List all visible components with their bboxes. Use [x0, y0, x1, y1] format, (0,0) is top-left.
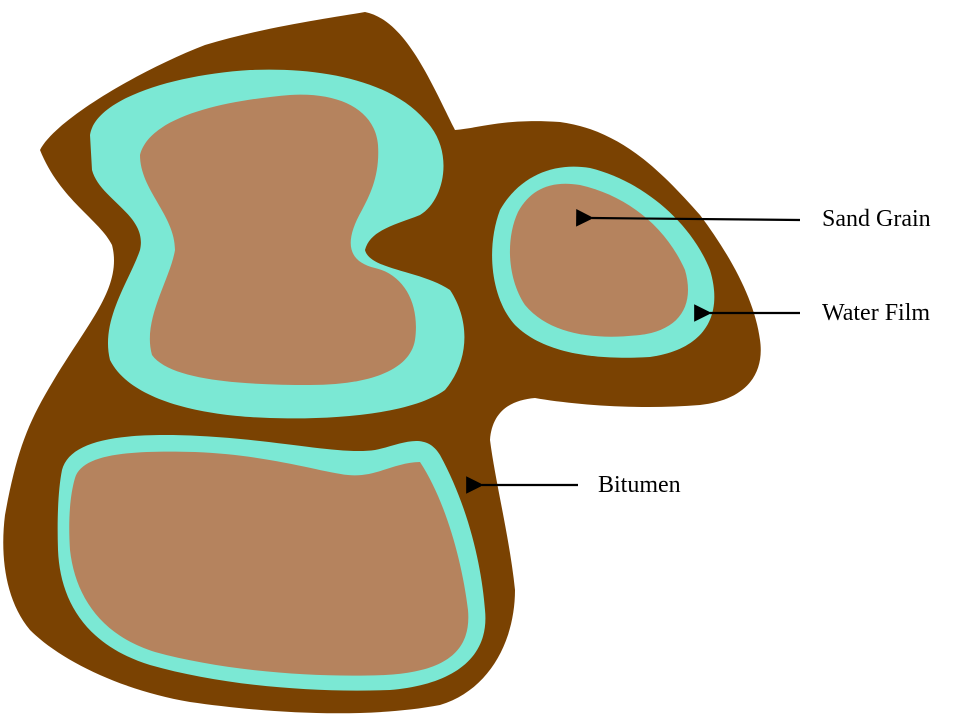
- water-film-label: Water Film: [822, 300, 930, 326]
- bitumen-label: Bitumen: [598, 472, 681, 498]
- sand-grain-label: Sand Grain: [822, 206, 931, 232]
